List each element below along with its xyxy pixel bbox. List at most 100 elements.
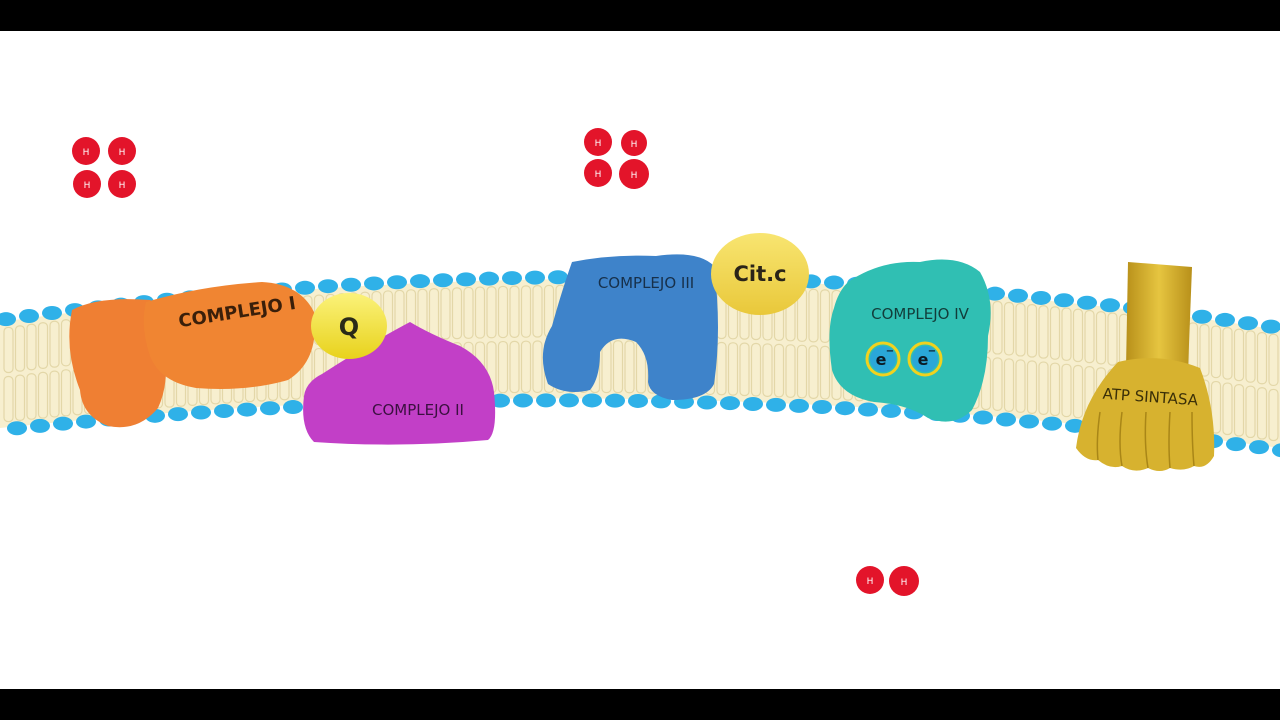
phospholipid-head	[582, 393, 602, 408]
phospholipid-head	[410, 274, 430, 289]
lipid-tail	[750, 342, 762, 397]
phospholipid-head	[697, 395, 717, 410]
lipid-tail	[37, 322, 49, 370]
lipid-tail	[992, 300, 1003, 355]
lipid-tail	[509, 340, 520, 394]
lipid-tail	[49, 370, 60, 418]
phospholipid-head	[1019, 414, 1039, 429]
lipid-tail	[486, 286, 497, 339]
svg-text:H: H	[84, 181, 91, 191]
lipid-tail	[532, 285, 543, 338]
phospholipid-head	[605, 393, 625, 408]
proton: H	[889, 566, 919, 596]
lipid-tail	[727, 342, 739, 396]
complejo-1: COMPLEJO I	[69, 282, 315, 428]
phospholipid-head	[168, 407, 188, 422]
lipid-tail	[1038, 305, 1049, 359]
phospholipid-head	[628, 393, 648, 408]
phospholipid-head	[1238, 316, 1258, 331]
phospholipid-head	[1192, 309, 1212, 324]
phospholipid-head	[53, 416, 73, 431]
phospholipid-head	[985, 286, 1005, 301]
proton-group-left: H H H H	[72, 137, 136, 198]
proton: H	[856, 566, 884, 594]
lipid-tail	[1038, 361, 1049, 415]
lipid-tail	[992, 357, 1003, 411]
electron-1-label: e	[876, 350, 887, 369]
quinona-circle	[311, 293, 387, 359]
phospholipid-head	[1226, 437, 1246, 452]
svg-text:H: H	[631, 171, 638, 181]
complejo-3: COMPLEJO III	[542, 254, 718, 400]
phospholipid-head	[789, 398, 809, 413]
proton: H	[621, 130, 647, 156]
proton: H	[73, 170, 101, 198]
complejo-4-label: COMPLEJO IV	[871, 305, 970, 323]
lipid-tail	[1222, 382, 1233, 436]
phospholipid-head	[433, 273, 453, 288]
svg-text:H: H	[595, 170, 602, 180]
diagram-canvas: COMPLEJO I COMPLEJO II Q COMPLEJO III Ci…	[0, 31, 1280, 689]
svg-text:H: H	[595, 139, 602, 149]
phospholipid-head	[536, 393, 556, 408]
lipid-tail	[1003, 301, 1015, 356]
phospholipid-head	[548, 270, 568, 285]
svg-text:H: H	[631, 140, 638, 150]
complejo-1-left-lobe	[69, 299, 167, 428]
lipid-tail	[1222, 327, 1233, 380]
lipid-tail	[463, 286, 474, 339]
proton-group-center: H H H H	[584, 128, 649, 189]
lipid-tail	[37, 371, 49, 419]
lipid-tail	[808, 345, 819, 399]
phospholipid-head	[1077, 295, 1097, 310]
phospholipid-head	[341, 277, 361, 292]
citocromo-c-label: Cit.c	[733, 262, 786, 286]
lipid-tail	[762, 343, 773, 397]
phospholipid-head	[858, 402, 878, 417]
atp-sintasa: ATP SINTASA	[1076, 262, 1215, 471]
phospholipid-head	[1054, 293, 1074, 308]
lipid-tail	[60, 369, 72, 417]
lipid-tail	[451, 287, 463, 340]
electron-1-charge: −	[886, 346, 894, 357]
lipid-tail	[1256, 387, 1268, 440]
lipid-tail	[1210, 325, 1222, 379]
phospholipid-head	[260, 401, 280, 416]
phospholipid-head	[881, 403, 901, 418]
lipid-tail	[474, 286, 486, 339]
complejo-1-right-lobe	[143, 282, 315, 389]
phospholipid-head	[1042, 416, 1062, 431]
complejo-3-label: COMPLEJO III	[598, 274, 694, 292]
proton: H	[72, 137, 100, 165]
phospholipid-head	[191, 405, 211, 420]
phospholipid-head	[456, 272, 476, 287]
complejo-3-body	[542, 254, 718, 400]
phospholipid-head	[214, 403, 234, 418]
lipid-tail	[26, 373, 37, 420]
phospholipid-head	[720, 396, 740, 411]
lipid-tail	[520, 340, 532, 394]
complejo-2-label: COMPLEJO II	[372, 401, 464, 419]
lipid-tail	[26, 323, 37, 371]
lipid-tail	[1107, 312, 1118, 366]
phospholipid-head	[490, 393, 510, 408]
lipid-tail	[1061, 363, 1072, 418]
citocromo-c-circle	[711, 233, 809, 315]
lipid-tail	[624, 340, 635, 394]
lipid-tail	[796, 344, 808, 399]
phospholipid-head	[42, 305, 62, 320]
lipid-tail	[1015, 359, 1026, 413]
lipid-tail	[1026, 304, 1038, 358]
citocromo-c: Cit.c	[711, 233, 809, 315]
svg-text:H: H	[901, 578, 908, 588]
lipid-tail	[612, 340, 624, 394]
lipid-tail	[520, 285, 532, 338]
lipid-tail	[1049, 306, 1061, 360]
complejo-4: COMPLEJO IV e − e −	[829, 259, 991, 422]
svg-text:H: H	[119, 148, 126, 158]
lipid-tail	[1015, 302, 1026, 357]
electron-1: e −	[865, 341, 901, 377]
phospholipid-head	[973, 410, 993, 425]
phospholipid-head	[1215, 312, 1235, 327]
proton-group-bottom: H H	[856, 566, 919, 596]
